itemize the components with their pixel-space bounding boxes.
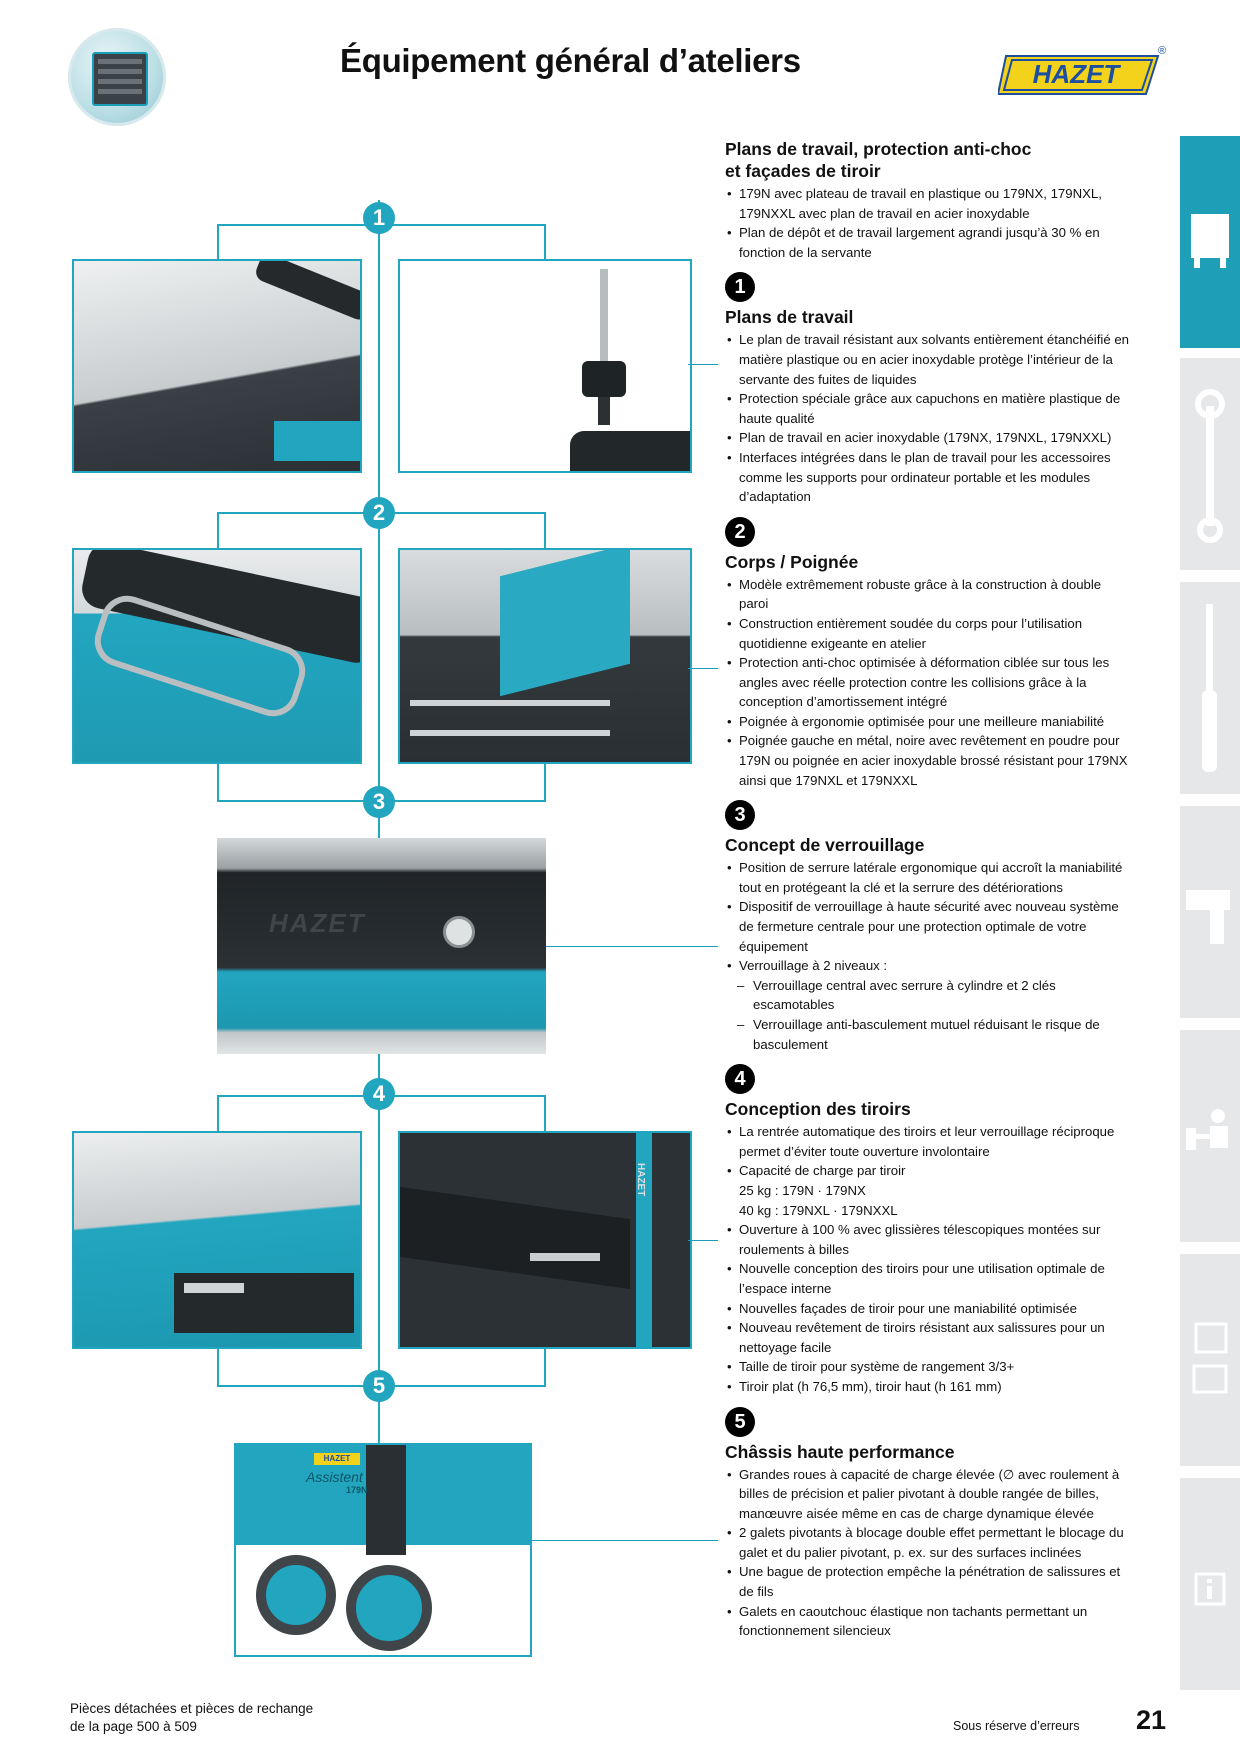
list-item: Galets en caoutchouc élastique non tacha…: [725, 1602, 1130, 1641]
list-item: 2 galets pivotants à blocage double effe…: [725, 1523, 1130, 1562]
caster-model-label: Assistent: [306, 1469, 363, 1485]
embossed-hazet-logo: HAZET: [269, 908, 366, 938]
sub-list-item: Verrouillage central avec serrure à cyli…: [725, 976, 1130, 1015]
wrench-icon: [1195, 389, 1225, 543]
page-title: Équipement général d’ateliers: [340, 42, 801, 79]
list-item: Plan de dépôt et de travail largement ag…: [725, 223, 1130, 262]
logo-text: HAZET: [1033, 59, 1122, 89]
photo-body-corner: [398, 548, 692, 764]
section-2: 2 Corps / Poignée Modèle extrêmement rob…: [725, 509, 1130, 791]
caster-brand-label: HAZET: [314, 1453, 360, 1465]
list-item: Modèle extrêmement robuste grâce à la co…: [725, 575, 1130, 614]
section-1: 1 Plans de travail Le plan de travail ré…: [725, 264, 1130, 506]
footer-disclaimer: Sous réserve d’erreurs: [953, 1719, 1080, 1733]
capacity-line: 25 kg : 179N · 179NX: [739, 1182, 866, 1198]
section-4: 4 Conception des tiroirs La rentrée auto…: [725, 1056, 1130, 1396]
vehicle-lift-icon: [1192, 1322, 1228, 1394]
list-item: Protection anti-choc optimisée à déforma…: [725, 653, 1130, 712]
tool-cabinet-icon: [1191, 214, 1229, 268]
badge-1: 1: [363, 202, 395, 234]
side-tab-vehicle[interactable]: [1180, 1254, 1240, 1466]
side-tab-screwdrivers[interactable]: [1180, 582, 1240, 794]
list-item: Nouvelle conception des tiroirs pour une…: [725, 1259, 1130, 1298]
list-item: Nouvelles façades de tiroir pour une man…: [725, 1299, 1130, 1319]
section-heading: Châssis haute performance: [725, 1441, 955, 1462]
section-5: 5 Châssis haute performance Grandes roue…: [725, 1399, 1130, 1641]
list-item: Interfaces intégrées dans le plan de tra…: [725, 448, 1130, 507]
list-item: Position de serrure latérale ergonomique…: [725, 858, 1130, 897]
connector-line: [378, 200, 380, 1470]
lock-cylinder-icon: [443, 916, 475, 948]
mechanic-icon: [1186, 1109, 1228, 1150]
photo-work-surface: [72, 259, 362, 473]
photo-drawer-open: [72, 1131, 362, 1349]
hazet-logo: HAZET ®: [998, 45, 1166, 95]
side-tab-info[interactable]: [1180, 1478, 1240, 1690]
screwdriver-icon: [1202, 604, 1217, 772]
list-item: Plan de travail en acier inoxydable (179…: [725, 428, 1130, 448]
side-tab-pneumatic[interactable]: [1180, 806, 1240, 1018]
pneumatic-tool-icon: [1186, 890, 1230, 944]
photo-handle: [72, 548, 362, 764]
list-item: Grandes roues à capacité de charge élevé…: [725, 1465, 1130, 1524]
list-item: La rentrée automatique des tiroirs et le…: [725, 1122, 1130, 1161]
badge-2: 2: [363, 497, 395, 529]
page-number: 21: [1136, 1705, 1167, 1735]
list-item: Poignée gauche en métal, noire avec revê…: [725, 731, 1130, 790]
list-item: Ouverture à 100 % avec glissières télesc…: [725, 1220, 1130, 1259]
list-item: Taille de tiroir pour système de rangeme…: [725, 1357, 1130, 1377]
section-number: 2: [725, 516, 755, 547]
info-icon: [1194, 1572, 1226, 1606]
list-item: 179N avec plateau de travail en plastiqu…: [725, 184, 1130, 223]
list-item: Verrouillage à 2 niveaux :: [725, 956, 1130, 976]
photo-drawer-slide: HAZET: [398, 1131, 692, 1349]
section-icon-tool-cabinet: [68, 28, 166, 126]
section-number: 3: [725, 800, 755, 831]
side-tab-tool-cabinet[interactable]: [1180, 136, 1240, 348]
footer-spare-parts: Pièces détachées et pièces de rechange d…: [70, 1701, 314, 1734]
side-tab-wrenches[interactable]: [1180, 358, 1240, 570]
badge-3: 3: [363, 786, 395, 818]
section-3: 3 Concept de verrouillage Position de se…: [725, 792, 1130, 1054]
badge-5: 5: [363, 1370, 395, 1402]
list-item: Dispositif de verrouillage à haute sécur…: [725, 897, 1130, 956]
section-heading: Plans de travail: [725, 307, 854, 328]
photo-lock: HAZET: [217, 838, 546, 1054]
svg-text:®: ®: [1158, 45, 1166, 57]
list-item: Protection spéciale grâce aux capuchons …: [725, 389, 1130, 428]
list-item: Capacité de charge par tiroir: [725, 1161, 1130, 1181]
caster-number-label: 179N: [346, 1485, 368, 1495]
drawer-brand-label: HAZET: [635, 1163, 646, 1197]
section-heading: Conception des tiroirs: [725, 1099, 911, 1120]
list-item: Construction entièrement soudée du corps…: [725, 614, 1130, 653]
section-number: 1: [725, 272, 755, 303]
section-number: 5: [725, 1406, 755, 1437]
list-item: Nouveau revêtement de tiroirs résistant …: [725, 1318, 1130, 1357]
section-heading: Corps / Poignée: [725, 551, 859, 572]
list-item: Le plan de travail résistant aux solvant…: [725, 330, 1130, 389]
capacity-line: 40 kg : 179NXL · 179NXXL: [739, 1202, 898, 1218]
section-number: 4: [725, 1064, 755, 1095]
photo-protective-cap: [398, 259, 692, 473]
badge-4: 4: [363, 1078, 395, 1110]
list-item: Poignée à ergonomie optimisée pour une m…: [725, 712, 1130, 732]
section-heading: Concept de verrouillage: [725, 835, 925, 856]
photo-casters: HAZET Assistent 179N: [234, 1443, 532, 1657]
list-item: Tiroir plat (h 76,5 mm), tiroir haut (h …: [725, 1377, 1130, 1397]
side-tab-workshop[interactable]: [1180, 1030, 1240, 1242]
list-item: Une bague de protection empêche la pénét…: [725, 1562, 1130, 1601]
sub-list-item: Verrouillage anti-basculement mutuel réd…: [725, 1015, 1130, 1054]
